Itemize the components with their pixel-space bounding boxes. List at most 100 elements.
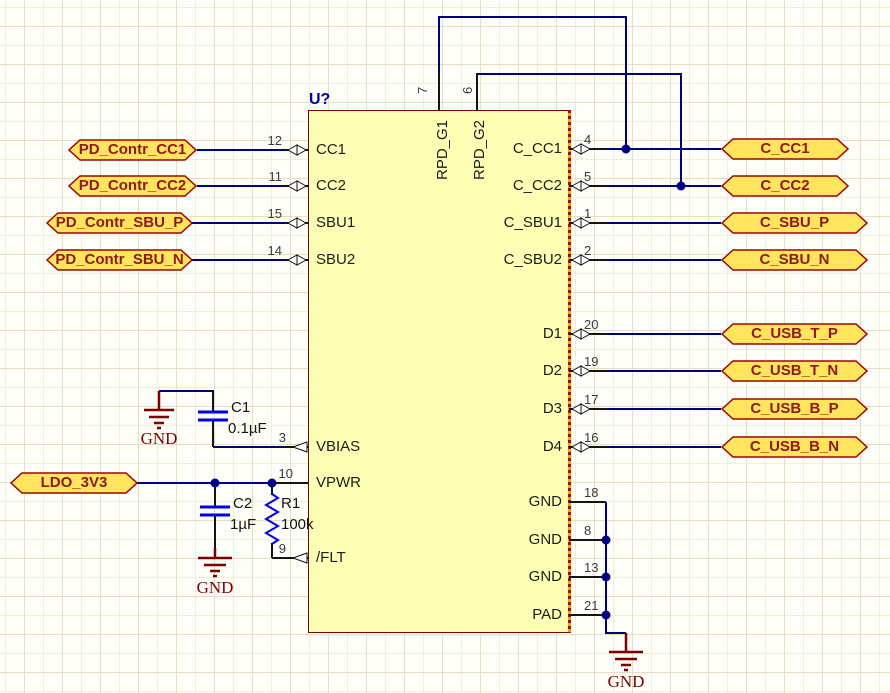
port-c-usb-b-p[interactable]: C_USB_B_P [721,398,868,420]
capacitor-c1-symbol[interactable] [198,410,228,422]
port-label: C_CC1 [760,140,810,157]
port-pd-contr-cc2[interactable]: PD_Contr_CC2 [68,175,197,197]
pin-name: CC1 [316,141,347,158]
pin-number: 9 [278,541,286,556]
junction-dots [210,144,686,620]
component-designator-u[interactable]: U? [309,91,331,108]
port-c-cc2[interactable]: C_CC2 [721,175,849,197]
pin-number: 8 [584,523,592,538]
port-c-sbu-n[interactable]: C_SBU_N [721,249,868,271]
port-label: C_USB_B_N [749,438,840,455]
port-shape [46,249,193,271]
pin-name: D3 [542,400,562,417]
pin-name: /FLT [316,549,346,566]
pin-number: 3 [278,430,286,445]
pin-number: 17 [584,392,599,407]
pin-number: 10 [278,466,293,481]
pin-number: 2 [584,243,592,258]
port-c-usb-t-p[interactable]: C_USB_T_P [721,323,868,345]
port-c-cc1[interactable]: C_CC1 [721,138,849,160]
port-shape [721,360,868,382]
port-shape [68,175,197,197]
port-ldo-3v3[interactable]: LDO_3V3 [10,472,138,494]
component-body-u[interactable] [308,110,570,633]
port-shape [721,436,868,458]
pin-number-vertical: 6 [460,86,475,94]
port-shape [721,212,868,234]
wire-segments[interactable] [137,16,721,634]
port-shape [46,212,193,234]
pin-name: GND [528,568,562,585]
pin-name: GND [528,531,562,548]
pin-name: D4 [542,438,562,455]
capacitor-c2-symbol[interactable] [200,505,230,517]
pin-name: C_SBU1 [503,214,562,231]
component-designator-c2[interactable]: C2 [233,495,253,512]
gnd-symbol-2[interactable] [198,548,232,578]
port-shape [721,138,849,160]
port-label: LDO_3V3 [40,474,108,491]
pin-number: 21 [584,598,599,613]
pin-number: 13 [584,560,599,575]
gnd-power-port-label[interactable]: GND [140,429,178,448]
port-label: PD_Contr_CC1 [78,141,187,158]
port-shape [721,323,868,345]
pin-name: C_SBU2 [503,251,562,268]
component-designator-r1[interactable]: R1 [281,495,301,512]
pin-name: C_CC1 [512,140,562,157]
port-shape [721,398,868,420]
pin-number: 18 [584,485,599,500]
port-c-sbu-p[interactable]: C_SBU_P [721,212,868,234]
pin-name: SBU2 [316,251,356,268]
pin-number: 12 [267,133,282,148]
port-shape [68,139,197,161]
port-c-usb-t-n[interactable]: C_USB_T_N [721,360,868,382]
port-label: C_SBU_N [759,251,830,268]
pin-number: 4 [584,132,592,147]
pin-name: C_CC2 [512,177,562,194]
port-label: C_USB_B_P [750,400,839,417]
pin-name: CC2 [316,177,347,194]
component-value-r1[interactable]: 100k [281,516,314,533]
pin-number: 19 [584,354,599,369]
pin-number: 15 [267,206,282,221]
gnd-power-port-label[interactable]: GND [196,578,234,597]
pin-number: 14 [267,243,282,258]
component-value-c2[interactable]: 1µF [230,516,257,533]
pin-number: 16 [584,430,599,445]
pin-name: SBU1 [316,214,356,231]
port-label: C_USB_T_N [750,362,839,379]
port-shape [10,472,138,494]
pin-number: 5 [584,169,592,184]
pin-name: D2 [542,362,562,379]
gnd-power-port-label[interactable]: GND [607,672,645,691]
port-pd-contr-sbu-n[interactable]: PD_Contr_SBU_N [46,249,193,271]
resistor-r1-symbol[interactable] [264,493,280,545]
pin-name: VBIAS [316,438,361,455]
gnd-symbol-1[interactable] [144,391,174,430]
port-label: PD_Contr_SBU_P [55,214,184,231]
port-pd-contr-cc1[interactable]: PD_Contr_CC1 [68,139,197,161]
pin-input-glyph-flt [291,552,308,564]
pin-number: 1 [584,206,592,221]
port-shape [721,249,868,271]
pin-name: PAD [532,606,562,623]
port-label: C_SBU_P [759,214,830,231]
pin-number: 20 [584,317,599,332]
port-label: C_USB_T_P [751,325,838,342]
port-pd-contr-sbu-p[interactable]: PD_Contr_SBU_P [46,212,193,234]
port-label: PD_Contr_CC2 [78,177,187,194]
port-c-usb-b-n[interactable]: C_USB_B_N [721,436,868,458]
pin-name: GND [528,493,562,510]
pin-input-glyph-vbias [291,441,308,453]
pin-name: D1 [542,325,562,342]
pin-io-glyphs [286,143,592,564]
component-value-c1[interactable]: 0.1µF [228,420,267,437]
component-designator-c1[interactable]: C1 [231,399,251,416]
gnd-symbol-3[interactable] [609,633,643,672]
pin-name: VPWR [316,474,361,491]
pin-number-vertical: 7 [415,86,430,94]
port-label: C_CC2 [760,177,810,194]
